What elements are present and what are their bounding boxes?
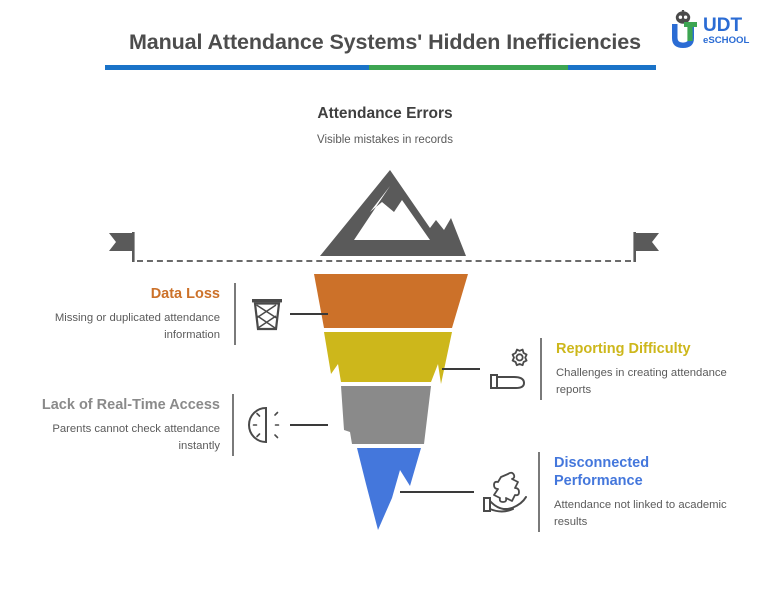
callout-reporting-leader-line	[442, 368, 480, 370]
callout-data-loss-divider	[234, 283, 236, 345]
callout-realtime-text: Lack of Real-Time Access Parents cannot …	[18, 396, 220, 454]
iceberg-band-realtime-access	[341, 386, 431, 444]
gear-icon	[511, 348, 528, 367]
callout-performance-divider	[538, 452, 540, 532]
callout-realtime-heading: Lack of Real-Time Access	[41, 397, 220, 414]
callout-performance-heading: Disconnected Performance	[554, 455, 650, 490]
flag-icon-left	[104, 229, 140, 265]
callout-performance-description: Attendance not linked to academic result…	[554, 499, 727, 528]
hand-puzzle-icon	[482, 468, 530, 516]
callout-performance-text: Disconnected Performance Attendance not …	[554, 454, 754, 530]
callout-disconnected-performance[interactable]: Disconnected Performance Attendance not …	[400, 452, 754, 532]
flag-icon-right	[628, 229, 664, 265]
callout-data-loss-heading: Data Loss	[150, 286, 220, 303]
callout-reporting-heading: Reporting Difficulty	[556, 341, 691, 358]
iceberg-band-data-loss	[314, 274, 468, 328]
open-hand-icon	[483, 496, 527, 513]
callout-reporting-difficulty[interactable]: Reporting Difficulty Challenges in creat…	[442, 338, 756, 400]
callout-realtime-divider	[232, 394, 234, 456]
iceberg-tip-subtitle: Visible mistakes in records	[317, 134, 453, 146]
title-underline	[105, 65, 656, 70]
gear-hand-icon	[488, 345, 532, 393]
iceberg-submerged-body	[300, 270, 480, 540]
callout-realtime-leader-line	[290, 424, 328, 426]
callout-data-loss-description: Missing or duplicated attendance informa…	[54, 312, 220, 341]
iceberg-band-reporting-difficulty	[324, 332, 452, 384]
logo-tagline-text: eSCHOOL	[703, 35, 750, 46]
callout-data-loss[interactable]: Data Loss Missing or duplicated attendan…	[30, 283, 328, 345]
callout-reporting-divider	[540, 338, 542, 400]
wastebasket-icon	[250, 296, 284, 332]
callout-performance-leader-line	[400, 491, 474, 493]
page-title: Manual Attendance Systems' Hidden Ineffi…	[128, 30, 642, 54]
waterline-dashed	[137, 260, 631, 262]
title-underline-segment-1	[105, 65, 370, 70]
puzzle-piece-icon	[493, 471, 520, 503]
callout-reporting-description: Challenges in creating attendance report…	[556, 367, 727, 396]
iceberg-tip-title: Attendance Errors	[317, 105, 453, 122]
udt-mark-icon	[672, 22, 697, 48]
udt-eschool-logo[interactable]: UDT eSCHOOL	[664, 9, 756, 54]
callout-reporting-text: Reporting Difficulty Challenges in creat…	[556, 340, 756, 398]
iceberg-band-disconnected-performance	[357, 448, 421, 530]
callout-lack-of-real-time-access[interactable]: Lack of Real-Time Access Parents cannot …	[18, 394, 328, 456]
mountain-iceberg-icon	[318, 168, 468, 260]
callout-data-loss-text: Data Loss Missing or duplicated attendan…	[30, 285, 220, 343]
robot-head-icon	[675, 9, 691, 24]
half-sun-clock-icon	[246, 404, 286, 446]
title-underline-segment-2	[369, 65, 568, 70]
title-underline-segment-3	[567, 65, 656, 70]
callout-data-loss-leader-line	[290, 313, 328, 315]
logo-brand-text: UDT	[703, 15, 742, 36]
hand-pointer-icon	[490, 374, 525, 389]
callout-realtime-description: Parents cannot check attendance instantl…	[52, 423, 220, 452]
